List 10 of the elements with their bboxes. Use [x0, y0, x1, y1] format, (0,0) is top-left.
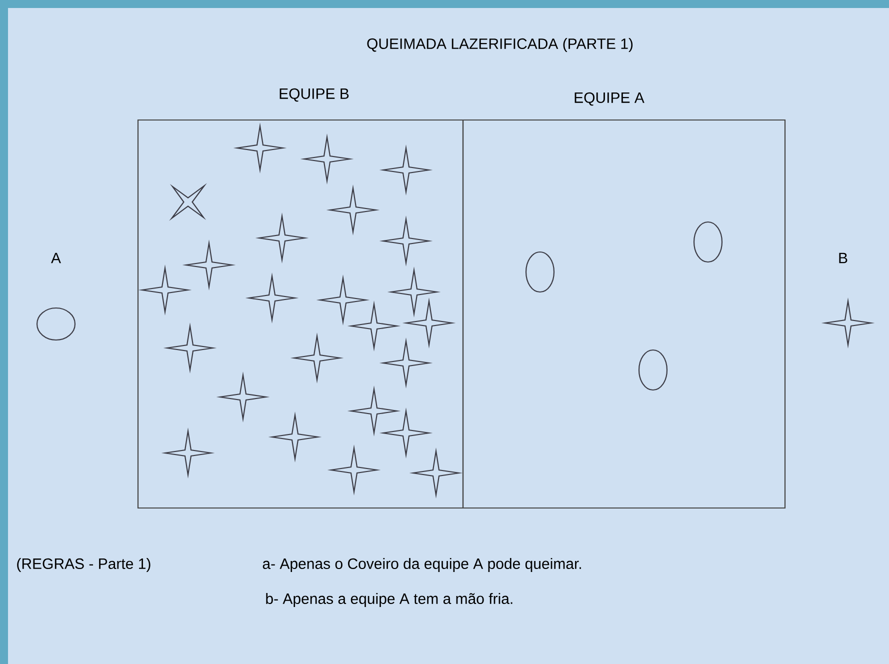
- court-half: EQUIPE B: [137, 88, 464, 509]
- rule-text: b- Apenas a equipe A tem a mão fria.: [266, 593, 512, 607]
- rules-heading: (REGRAS - Parte 1): [17, 558, 150, 572]
- rule-text: a- Apenas o Coveiro da equipe A pode queimar.: [262, 558, 581, 572]
- node-label: EQUIPE A: [574, 92, 644, 106]
- court-half: EQUIPE A: [462, 92, 786, 509]
- title: QUEIMADA LAZERIFICADA (PARTE 1): [367, 38, 633, 52]
- side-label: A: [51, 252, 61, 264]
- side-label: B: [839, 252, 848, 264]
- node-label: EQUIPE B: [280, 88, 349, 102]
